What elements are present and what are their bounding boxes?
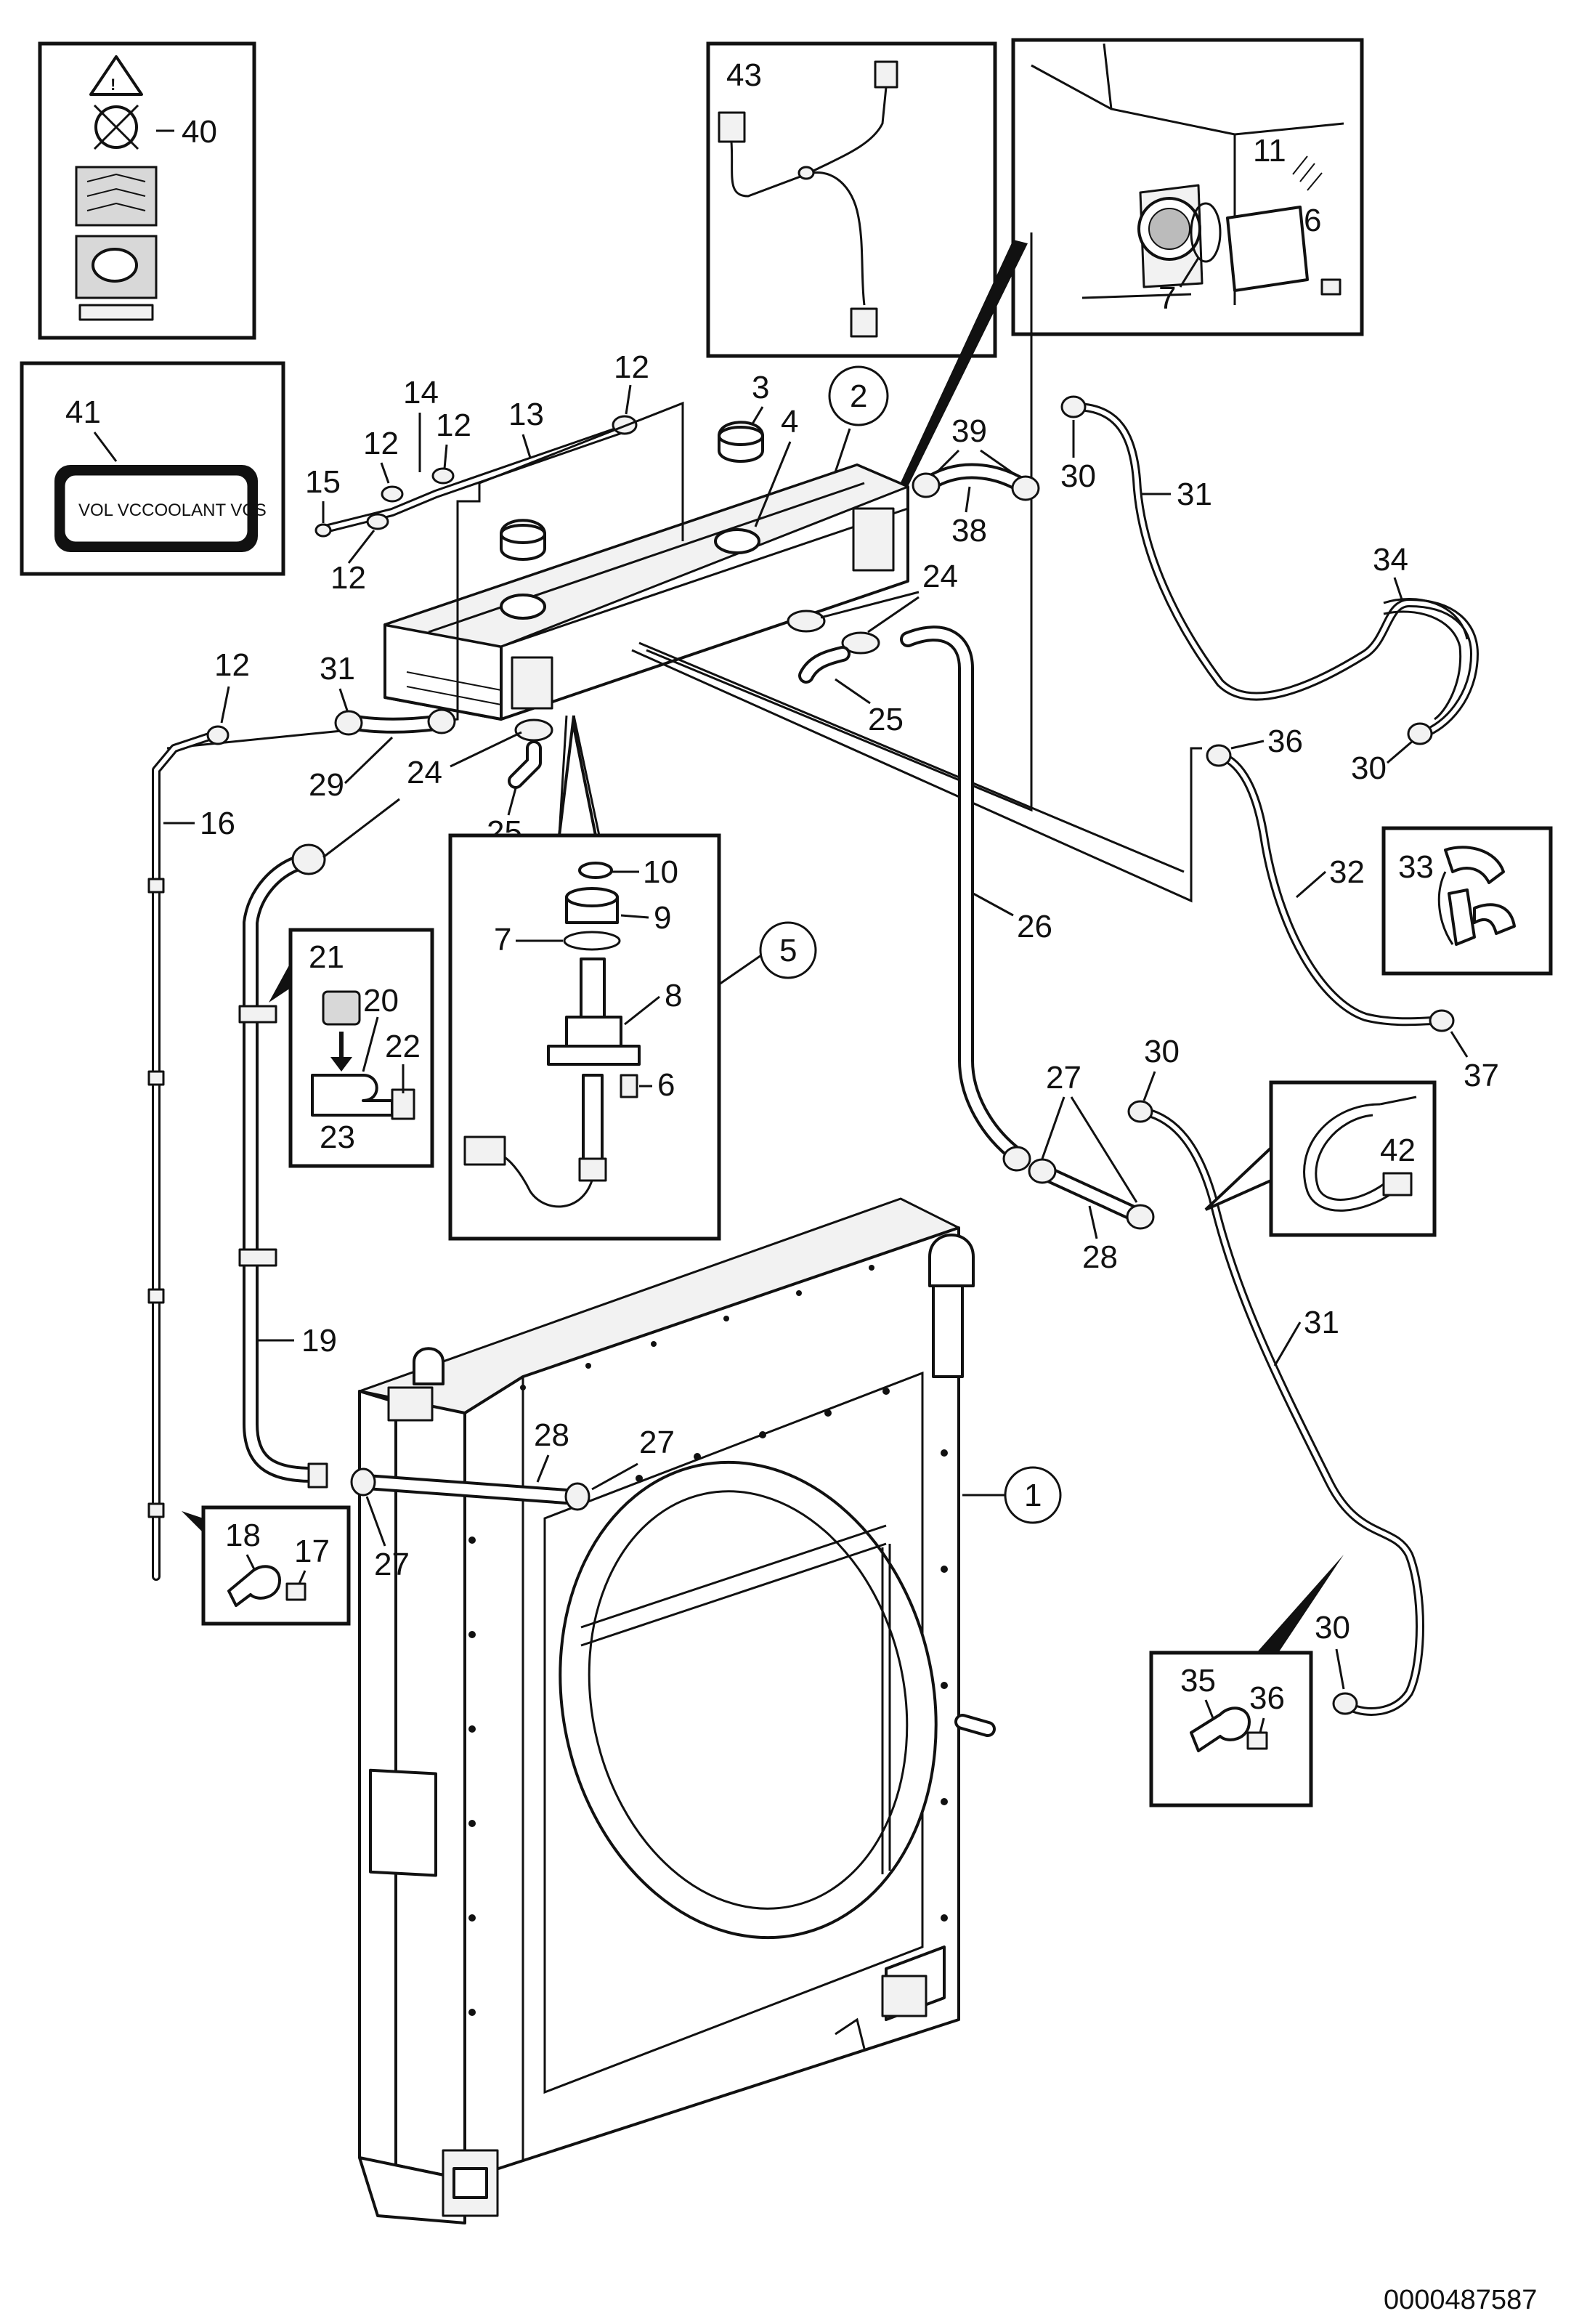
detail-box-wiring-harness: 43 xyxy=(706,41,997,358)
callout-28-radiator: 28 xyxy=(534,1417,569,1453)
hose-19 xyxy=(238,843,328,1489)
callout-10: 10 xyxy=(643,854,678,890)
detail-box-tank-end: 11 6 7 xyxy=(1011,38,1364,336)
detail-box-cable-tie: 42 xyxy=(1204,1080,1437,1237)
callout-24-left: 24 xyxy=(407,755,442,790)
callout-31-left: 31 xyxy=(320,651,355,687)
callout-1: 1 xyxy=(1024,1478,1042,1513)
radiator xyxy=(358,1197,996,2224)
detail-box-warning-decal: ! 40 xyxy=(38,41,256,340)
fitting-24-25-left xyxy=(508,718,553,789)
callout-30-bottom: 30 xyxy=(1315,1610,1350,1645)
callout-33: 33 xyxy=(1398,849,1434,885)
callout-30-mid: 30 xyxy=(1144,1034,1180,1069)
callout-40: 40 xyxy=(182,114,217,150)
callout-5: 5 xyxy=(779,933,797,968)
filler-cap-left xyxy=(500,519,546,561)
callout-8: 8 xyxy=(665,978,682,1013)
callout-19: 19 xyxy=(301,1323,337,1359)
expansion-tank xyxy=(383,463,909,721)
callout-12-pipe16: 12 xyxy=(214,647,250,683)
detail-box-clamp-35: 35 36 xyxy=(1149,1555,1344,1807)
callout-14: 14 xyxy=(403,375,439,410)
decal-text: VOL VCCOOLANT VCS xyxy=(78,501,267,520)
callout-12-right: 12 xyxy=(436,408,471,443)
callout-28-mid: 28 xyxy=(1082,1239,1118,1275)
pipe-16 xyxy=(147,725,230,1581)
callout-15: 15 xyxy=(305,464,341,500)
callout-25-right: 25 xyxy=(868,702,904,737)
callout-43: 43 xyxy=(726,57,762,93)
callout-27-radiator-left: 27 xyxy=(374,1547,410,1582)
callout-7-gasket: 7 xyxy=(1158,280,1176,316)
hose-38 xyxy=(912,463,1040,501)
fitting-24-25-right xyxy=(787,610,880,684)
svg-text:!: ! xyxy=(110,76,115,94)
document-number: 0000487587 xyxy=(1384,2285,1537,2315)
detail-box-clamp: 21 20 22 23 xyxy=(269,928,434,1168)
callout-12-low: 12 xyxy=(330,560,366,596)
callout-21: 21 xyxy=(309,939,344,975)
detail-box-clamp-18: 18 17 xyxy=(182,1505,351,1626)
pipe-31-top xyxy=(1060,395,1479,745)
callout-6-sensor: 6 xyxy=(657,1067,675,1103)
callout-42: 42 xyxy=(1380,1133,1416,1168)
callout-35: 35 xyxy=(1180,1663,1216,1699)
callout-4: 4 xyxy=(781,404,798,440)
callout-36-box: 36 xyxy=(1249,1680,1285,1716)
callout-23: 23 xyxy=(320,1120,355,1155)
callout-26: 26 xyxy=(1017,909,1052,944)
detail-box-coolant-decal: 41 VOL VCCOOLANT VCS xyxy=(20,361,285,576)
callout-3: 3 xyxy=(752,370,769,405)
callout-13: 13 xyxy=(508,397,544,432)
callout-22: 22 xyxy=(385,1029,421,1064)
callout-30-top: 30 xyxy=(1060,458,1096,494)
callout-12-left: 12 xyxy=(363,426,399,461)
callout-27-radiator-right: 27 xyxy=(639,1425,675,1460)
callout-37: 37 xyxy=(1464,1058,1499,1093)
callout-31-lower: 31 xyxy=(1304,1305,1339,1340)
detail-box-level-sensor: 10 9 7 8 6 xyxy=(448,715,721,1241)
callout-12-top: 12 xyxy=(614,349,649,385)
callout-2: 2 xyxy=(850,378,867,414)
callout-18: 18 xyxy=(225,1518,261,1553)
hose-28-radiator xyxy=(350,1467,590,1511)
callout-36-top: 36 xyxy=(1267,724,1303,759)
callout-17: 17 xyxy=(294,1534,330,1569)
callout-32: 32 xyxy=(1329,854,1365,890)
callout-16: 16 xyxy=(200,806,235,841)
vent-pipe-assembly xyxy=(314,415,638,538)
callout-31-top: 31 xyxy=(1177,477,1212,512)
hose-29 xyxy=(334,708,456,736)
callout-34: 34 xyxy=(1373,542,1408,578)
hose-28-mid xyxy=(1028,1158,1155,1230)
pipe-31-lower xyxy=(1127,1100,1424,1716)
callout-6-cover: 6 xyxy=(1304,203,1321,238)
callout-38: 38 xyxy=(951,513,987,548)
callout-30-right: 30 xyxy=(1351,750,1387,786)
callout-24-right: 24 xyxy=(922,559,958,594)
pipe-32 xyxy=(1206,744,1455,1032)
callout-11: 11 xyxy=(1253,133,1286,169)
callout-39: 39 xyxy=(951,413,987,449)
callout-29: 29 xyxy=(309,767,344,803)
callout-27-mid: 27 xyxy=(1046,1060,1081,1096)
detail-box-clip-33: 33 xyxy=(1381,826,1553,976)
callout-41: 41 xyxy=(65,394,101,430)
hose-26 xyxy=(900,625,1031,1172)
callout-7-sensor: 7 xyxy=(494,922,511,957)
callout-9: 9 xyxy=(654,900,671,936)
filler-cap-3 xyxy=(718,421,764,463)
callout-20: 20 xyxy=(363,983,399,1019)
